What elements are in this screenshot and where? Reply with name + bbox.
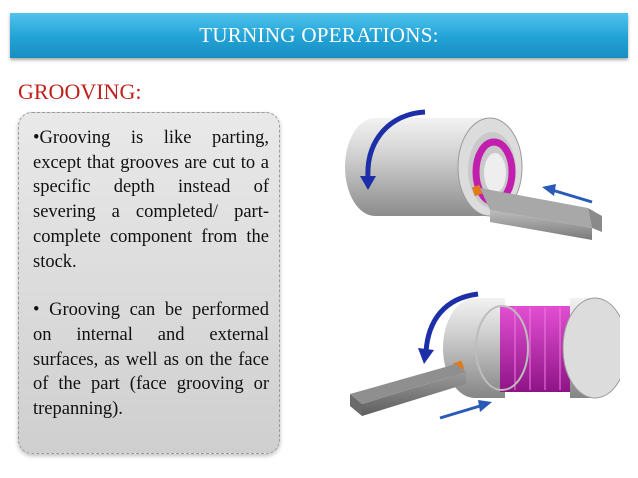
tool-shank	[350, 364, 466, 404]
rotation-arrow	[365, 109, 426, 179]
tool-shank	[480, 188, 592, 228]
paragraph-2: • Grooving can be performed on internal …	[33, 300, 269, 420]
rotation-arrow	[423, 291, 479, 353]
feed-arrow	[551, 188, 593, 204]
feed-arrow	[439, 404, 481, 420]
cutting-insert	[471, 184, 483, 197]
section-heading: GROOVING:	[18, 79, 142, 104]
paragraph-1: •Grooving is like parting, except that g…	[33, 128, 269, 272]
external-grooving-illustration	[350, 291, 620, 420]
description-box: •Grooving is like parting, except that g…	[18, 112, 280, 454]
slide-title: TURNING OPERATIONS:	[199, 23, 439, 47]
workpiece-body	[345, 118, 490, 216]
workpiece-face	[562, 297, 620, 399]
title-bar: TURNING OPERATIONS:	[10, 13, 628, 58]
internal-grooving-illustration	[345, 109, 602, 240]
